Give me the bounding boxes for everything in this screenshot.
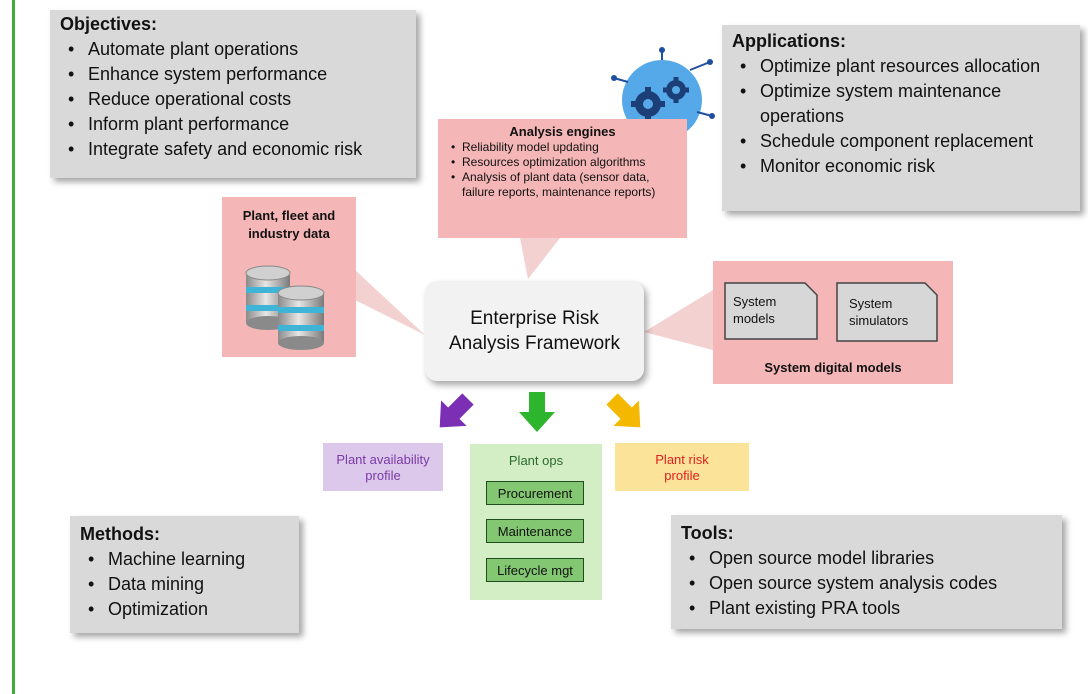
system-digital-models-title: System digital models [764, 360, 902, 375]
plant-risk-profile-box: Plant risk profile [615, 443, 749, 491]
wedge-analysis-engines [520, 238, 560, 279]
system-simulators-label: System simulators [849, 295, 908, 329]
lifecycle-mgt-box: Lifecycle mgt [486, 558, 584, 582]
objectives-list: Automate plant operations Enhance system… [60, 37, 406, 162]
doc-label-line: models [733, 311, 775, 326]
document-icon [724, 282, 938, 342]
procurement-box: Procurement [486, 481, 584, 505]
analysis-engines-list: Reliability model updating Resources opt… [446, 140, 679, 200]
list-item: Optimize system maintenance operations [740, 79, 1070, 129]
plant-data-title-line: industry data [248, 226, 330, 241]
plant-data-title: Plant, fleet and industry data [222, 207, 356, 243]
list-item: Schedule component replacement [740, 129, 1070, 154]
tools-title: Tools: [681, 523, 734, 543]
list-item: Open source system analysis codes [689, 571, 1052, 596]
methods-list: Machine learning Data mining Optimizatio… [80, 547, 289, 622]
enterprise-risk-framework-box: Enterprise Risk Analysis Framework [425, 281, 644, 381]
doc-label-line: simulators [849, 313, 909, 328]
plant-availability-profile-box: Plant availability profile [323, 443, 443, 491]
analysis-engines-title: Analysis engines [509, 124, 616, 139]
applications-list: Optimize plant resources allocation Opti… [732, 54, 1070, 179]
objectives-box: Objectives: Automate plant operations En… [50, 10, 416, 178]
maintenance-box: Maintenance [486, 519, 584, 543]
list-item: Enhance system performance [68, 62, 406, 87]
objectives-title: Objectives: [60, 14, 158, 34]
list-item: Optimize plant resources allocation [740, 54, 1070, 79]
methods-title: Methods: [80, 524, 160, 544]
analysis-engines-box: Analysis engines Reliability model updat… [438, 119, 687, 238]
availability-label-line: Plant availability [336, 452, 430, 467]
center-label: Enterprise Risk Analysis Framework [449, 306, 620, 356]
applications-box: Applications: Optimize plant resources a… [722, 25, 1080, 211]
list-item: Reduce operational costs [68, 87, 406, 112]
doc-label-line: System [849, 296, 893, 311]
list-item: Machine learning [88, 547, 289, 572]
doc-label-line: System [733, 294, 777, 309]
plant-ops-title: Plant ops [508, 453, 564, 468]
plant-ops-box: Plant ops Procurement Maintenance Lifecy… [470, 444, 602, 600]
frame-border-line [12, 0, 15, 694]
risk-label-line: Plant risk [655, 452, 709, 467]
methods-box: Methods: Machine learning Data mining Op… [70, 516, 299, 633]
list-item: Analysis of plant data (sensor data, fai… [451, 170, 679, 200]
list-item: Plant existing PRA tools [689, 596, 1052, 621]
system-digital-models-box: System models System simulators System d… [713, 261, 953, 384]
tools-list: Open source model libraries Open source … [681, 546, 1052, 621]
list-item: Integrate safety and economic risk [68, 137, 406, 162]
list-item: Resources optimization algorithms [451, 155, 679, 170]
system-models-label: System models [733, 293, 776, 327]
plant-data-title-line: Plant, fleet and [242, 208, 336, 223]
list-item: Monitor economic risk [740, 154, 1070, 179]
availability-label-line: profile [365, 468, 401, 483]
list-item: Open source model libraries [689, 546, 1052, 571]
database-icon [245, 265, 325, 350]
plant-data-box: Plant, fleet and industry data [222, 197, 356, 357]
center-label-line: Analysis Framework [448, 333, 621, 354]
list-item: Data mining [88, 572, 289, 597]
wedge-plant-data [355, 270, 425, 335]
risk-label-line: profile [664, 468, 700, 483]
center-label-line: Enterprise Risk [470, 308, 599, 329]
applications-title: Applications: [732, 31, 847, 51]
wedge-digital-models [644, 290, 713, 350]
list-item: Inform plant performance [68, 112, 406, 137]
list-item: Optimization [88, 597, 289, 622]
list-item: Reliability model updating [451, 140, 679, 155]
list-item: Automate plant operations [68, 37, 406, 62]
tools-box: Tools: Open source model libraries Open … [671, 515, 1062, 629]
